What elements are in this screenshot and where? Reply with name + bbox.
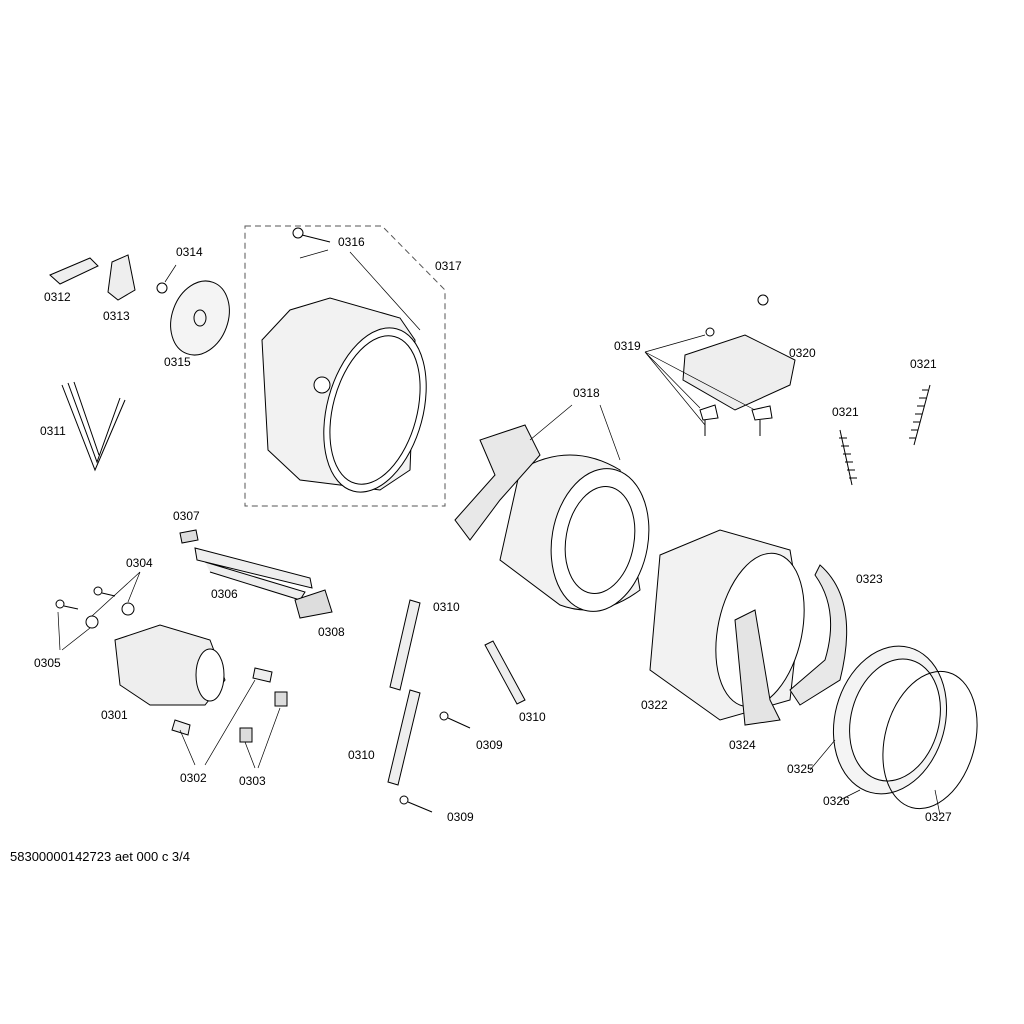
part-label: 0304 [126,556,153,570]
part-label: 0314 [176,245,203,259]
heater-part [194,547,313,601]
part-label: 0322 [641,698,668,712]
part-label: 0323 [856,572,883,586]
sensor-part [179,529,199,544]
part-label: 0317 [435,259,462,273]
part-label: 0311 [40,424,66,438]
part-label: 0310 [348,748,375,762]
part-label: 0309 [476,738,503,752]
part-label: 0310 [433,600,460,614]
clip-part [107,254,136,301]
spring-part [839,429,857,486]
bolt-part [399,711,471,813]
rear-tub-part [261,297,427,493]
bracket-part [49,257,99,285]
screw-part [55,586,135,629]
bracket-part [294,589,333,619]
part-label: 0324 [729,738,756,752]
part-label: 0301 [101,708,128,722]
part-label: 0308 [318,625,345,639]
plate-part [682,334,796,411]
part-label: 0312 [44,290,71,304]
part-label: 0303 [239,774,266,788]
washer-part [156,282,168,294]
bushing-part [239,691,288,743]
part-label: 0325 [787,762,814,776]
part-label: 0321 [832,405,859,419]
part-label: 0321 [910,357,937,371]
part-label: 0313 [103,309,130,323]
bolt-part [292,227,331,243]
clamp-ring-part [882,670,978,810]
part-label: 0307 [173,509,200,523]
spring-part [909,384,931,446]
carbon-brush-part [171,667,273,736]
part-label: 0320 [789,346,816,360]
part-label: 0319 [614,339,641,353]
drawing-reference: 58300000142723 aet 000 c 3/4 [10,849,191,864]
counterweight-part [789,564,848,706]
part-label: 0310 [519,710,546,724]
part-label: 0315 [164,355,191,369]
tub-part [649,529,805,726]
part-label: 0302 [180,771,207,785]
part-label: 0309 [447,810,474,824]
part-label: 0318 [573,386,600,400]
drum-part [454,424,650,612]
part-label: 0316 [338,235,365,249]
part-label: 0306 [211,587,238,601]
part-label: 0327 [925,810,952,824]
pulley-part [170,280,230,356]
belt-part [61,381,126,472]
part-label: 0305 [34,656,61,670]
motor-part [114,624,226,706]
group-boundary-0317 [244,225,446,507]
shock-absorber-part [387,599,526,786]
part-label: 0326 [823,794,850,808]
